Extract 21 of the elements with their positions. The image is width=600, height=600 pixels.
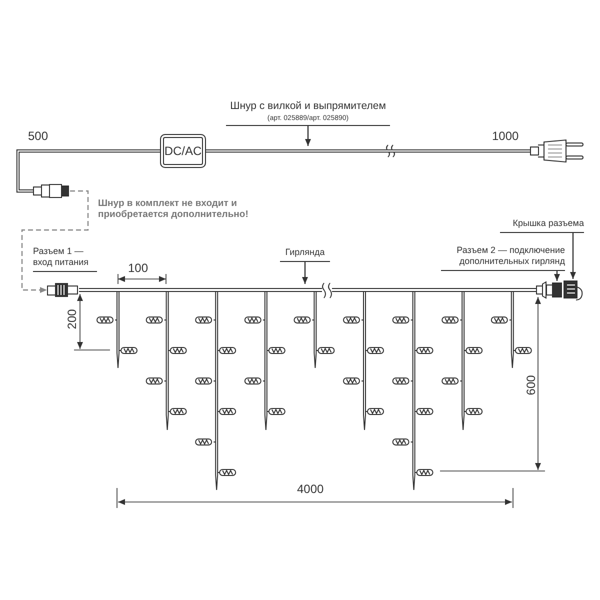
cable: [206, 149, 530, 153]
leader-line: [570, 233, 576, 279]
dimension-label: 100: [128, 261, 148, 276]
dashed-connector: [21, 190, 89, 293]
callout-text: Шнур с вилкой и выпрямителем: [230, 100, 386, 114]
callout-text: Крышка разъема: [512, 218, 584, 230]
note-text: Шнур в комплект не входит и приобретается дополнительно!: [98, 198, 250, 221]
dimension-label: 500: [28, 129, 48, 144]
leader-line: [302, 262, 308, 284]
converter-label: DC/AC: [164, 144, 202, 158]
converter-box: [160, 134, 206, 168]
leader-line: [554, 271, 560, 281]
dimension-label: 600: [524, 375, 538, 396]
callout-text: Гирлянда: [285, 247, 325, 259]
leader-line: [305, 126, 311, 146]
callout-text: Разъем 1 — вход питания: [33, 246, 90, 269]
cable: [16, 149, 160, 193]
dimension-label: 4000: [297, 482, 324, 496]
dimension-label: 1000: [492, 129, 519, 144]
dimension-label: 200: [64, 309, 80, 330]
callout-text: Разъем 2 — подключение дополнительных гирлянд: [456, 244, 565, 268]
